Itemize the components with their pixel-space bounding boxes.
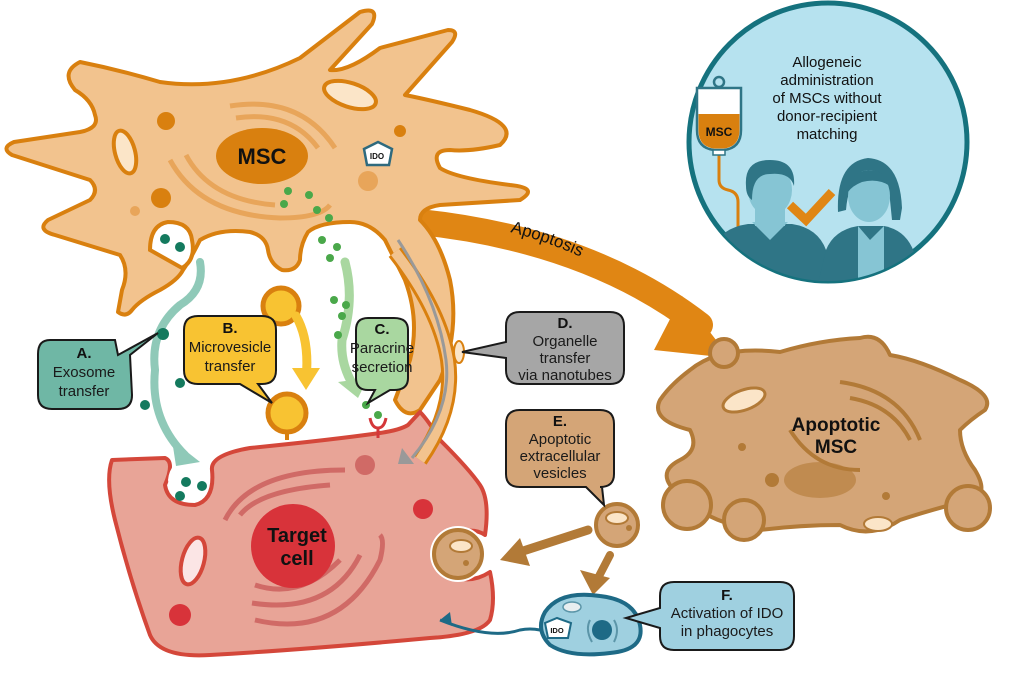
checkmark-icon [786,188,836,227]
target-cell: Target cell [107,410,495,658]
nanotube-pathway [388,239,465,465]
apoptotic-label-line1: Apoptotic [792,415,881,436]
mitochondrion-icon [721,386,767,414]
mitochondrion-icon [178,535,208,587]
inset-text-line: matching [797,126,858,143]
callout-a-exosome-transfer: A. Exosome transfer [37,332,159,410]
apoptotic-vesicle [594,502,640,548]
engulfed-apoptotic-vesicle [430,526,486,582]
person-male-icon [700,160,836,281]
inset-text-line: donor-recipient [777,108,878,125]
exosome-pocket [147,219,195,271]
apoptotic-label-line2: MSC [815,437,858,458]
callout-letter: E. [553,413,567,430]
callout-f-ido-activation: F. Activation of IDO in phagocytes [622,581,795,651]
ido-label: IDO [370,152,384,161]
internalized-exosomes [175,477,207,501]
target-label-line2: cell [280,548,313,570]
callout-line: Activation of IDO [671,605,784,622]
receptor-icon [368,417,388,438]
callout-line: transfer [59,383,110,400]
callout-e-apoptotic-vesicles: E. Apoptotic extracellular vesicles [505,409,615,508]
callout-line: Microvesicle [189,339,272,356]
callout-letter: D. [558,315,573,332]
iv-tube [717,152,740,240]
callout-c-paracrine-secretion: C. Paracrine secretion [350,317,414,406]
target-label-line1: Target [267,525,327,547]
msc-cell: MSC IDO [4,8,530,416]
apoptotic-membrane [656,334,990,534]
paracrine-granules [280,187,333,222]
msc-label: MSC [238,144,287,169]
inset-text-line: Allogeneic [792,54,862,71]
callout-line: Organelle [532,333,597,350]
microvesicle-pathway [260,285,320,440]
msc-nucleus [216,128,308,184]
callout-line: transfer [205,358,256,375]
callout-line: Exosome [53,364,116,381]
callout-line: transfer [540,350,591,367]
callout-line: extracellular [520,448,601,465]
iv-bag-icon: MSC [695,75,743,156]
callout-letter: A. [77,345,92,362]
callout-letter: B. [223,320,238,337]
apoptotic-vesicle-arrows [500,525,614,595]
callout-line: in phagocytes [681,623,774,640]
mitochondrion-icon [322,78,378,112]
mitochondrion-icon [111,128,139,176]
iv-bag-label: MSC [706,125,733,139]
person-female-icon [814,158,922,281]
inset-allogeneic-administration: MSC Allogeneic administration of MSCs wi… [686,0,970,284]
ido-badge-icon: IDO [543,616,573,639]
callout-line: Paracrine [350,340,414,357]
inset-text: Allogeneic administration of MSCs withou… [772,54,882,143]
apoptotic-msc: Apoptotic MSC [594,334,992,548]
exosome-pathway [140,234,205,466]
msc-membrane [4,8,530,416]
phagocyte-cell: IDO [439,592,643,657]
callout-d-organelle-transfer: D. Organelle transfer via nanotubes [461,311,625,385]
inset-text-line: administration [780,72,873,89]
ido-label: IDO [550,626,564,635]
callout-line: via nanotubes [518,367,611,384]
target-nucleus [251,504,335,588]
callout-letter: F. [721,587,733,604]
ido-badge-icon: IDO [362,140,394,167]
callout-letter: C. [375,321,390,338]
callout-line: secretion [352,359,413,376]
inset-text-line: of MSCs without [772,90,882,107]
callout-b-microvesicle-transfer: B. Microvesicle transfer [183,315,277,404]
callout-line: Apoptotic [529,431,592,448]
callout-line: vesicles [533,465,586,482]
